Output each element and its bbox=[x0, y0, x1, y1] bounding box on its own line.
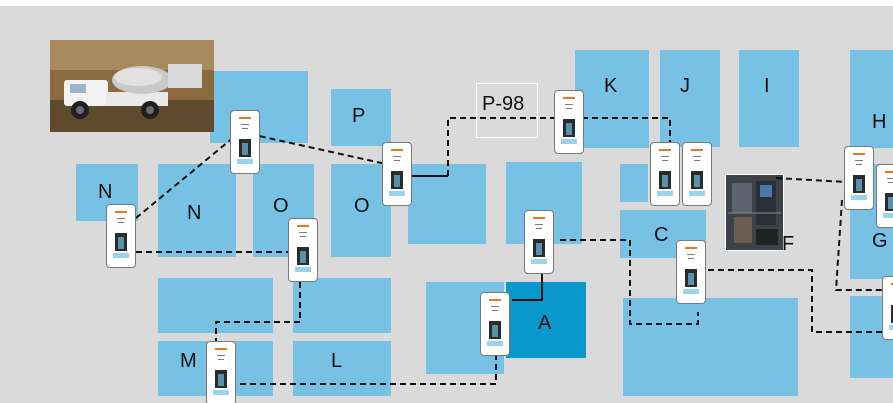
dispenser-device-m bbox=[206, 341, 236, 403]
dispenser-device-n bbox=[106, 204, 136, 268]
zone-label-o-left: O bbox=[273, 195, 289, 217]
block-i bbox=[739, 50, 799, 147]
zone-label-p: P bbox=[352, 105, 366, 127]
link-c-to-right bbox=[708, 269, 893, 333]
dispenser-device-i-right bbox=[682, 142, 712, 206]
block-small-mid bbox=[620, 164, 648, 202]
truck-photo bbox=[50, 40, 214, 132]
dispenser-device-o bbox=[382, 142, 412, 206]
dispenser-device-center bbox=[524, 210, 554, 274]
block-center bbox=[408, 164, 486, 244]
block-l bbox=[293, 341, 391, 396]
block-n bbox=[158, 164, 236, 257]
zone-label-p98: P-98 bbox=[482, 93, 525, 115]
dispenser-device-h-edge bbox=[876, 164, 893, 228]
link-top-to-o-device bbox=[249, 133, 387, 165]
link-m-to-a bbox=[240, 332, 497, 385]
zone-label-h: H bbox=[872, 111, 887, 133]
zone-label-n-left: N bbox=[98, 181, 113, 203]
block-lower-left-2 bbox=[293, 278, 391, 333]
dispenser-device-p98 bbox=[554, 90, 584, 154]
dispenser-device-i-left bbox=[650, 142, 680, 206]
link-solid-a bbox=[512, 270, 543, 301]
zone-label-f: F bbox=[782, 233, 795, 255]
dispenser-device-o-left bbox=[288, 218, 318, 282]
machine-photo bbox=[725, 174, 784, 251]
block-h bbox=[850, 50, 893, 148]
link-f-to-h bbox=[775, 177, 847, 183]
zone-label-k: K bbox=[604, 75, 618, 97]
zone-label-l: L bbox=[331, 350, 343, 372]
zone-label-g: G bbox=[872, 230, 888, 252]
block-a bbox=[506, 282, 586, 358]
zone-label-j: J bbox=[680, 75, 690, 97]
block-lower-right bbox=[623, 298, 798, 396]
block-o bbox=[331, 164, 391, 257]
block-p98-outline bbox=[476, 83, 538, 138]
link-p98-to-i bbox=[582, 117, 671, 142]
link-o-to-p98 bbox=[447, 117, 556, 176]
block-k bbox=[575, 50, 649, 148]
zone-label-i: I bbox=[764, 75, 770, 97]
zone-label-o: O bbox=[354, 195, 370, 217]
link-n-to-top-device bbox=[135, 131, 241, 219]
link-center-to-c bbox=[560, 239, 699, 325]
dispenser-device-c bbox=[676, 240, 706, 304]
link-o-left-to-m bbox=[215, 282, 301, 342]
zone-label-m: M bbox=[180, 350, 197, 372]
link-h-to-g bbox=[834, 199, 893, 291]
block-p bbox=[331, 89, 391, 146]
zone-label-n: N bbox=[187, 202, 202, 224]
zone-label-c: C bbox=[654, 224, 669, 246]
dispenser-device-top bbox=[230, 110, 260, 174]
dispenser-device-a bbox=[480, 292, 510, 356]
dispenser-device-g-edge bbox=[882, 276, 893, 340]
zone-label-a: A bbox=[538, 312, 552, 334]
dispenser-device-h bbox=[844, 146, 874, 210]
